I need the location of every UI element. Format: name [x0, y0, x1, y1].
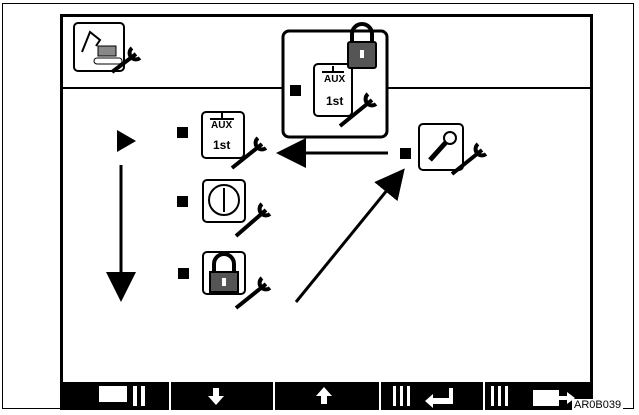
- softkey-arrow-down[interactable]: [208, 388, 224, 405]
- softkey-screen[interactable]: [99, 386, 145, 406]
- popup-first-label: 1st: [326, 94, 344, 108]
- softkey-arrow-up[interactable]: [316, 387, 332, 404]
- first-label: 1st: [213, 138, 231, 152]
- softkey-enter[interactable]: [393, 386, 453, 408]
- popup-aux-label: AUX: [324, 74, 346, 85]
- softkey-bar: [63, 382, 590, 410]
- figure-code: AR0B039: [572, 399, 624, 412]
- menu-item-power[interactable]: [177, 179, 272, 238]
- diagonal-flow-arrow: [294, 168, 405, 303]
- aux-1st-lock-popup: [281, 22, 389, 139]
- softkey-back[interactable]: [491, 386, 575, 406]
- key-item[interactable]: [400, 123, 488, 176]
- menu-item-aux-1st[interactable]: [177, 111, 268, 170]
- excavator-maintenance-icon[interactable]: [73, 22, 142, 74]
- aux-label: AUX: [211, 120, 233, 131]
- menu-item-lock[interactable]: [178, 251, 272, 310]
- selection-pointer-icon: [117, 130, 136, 152]
